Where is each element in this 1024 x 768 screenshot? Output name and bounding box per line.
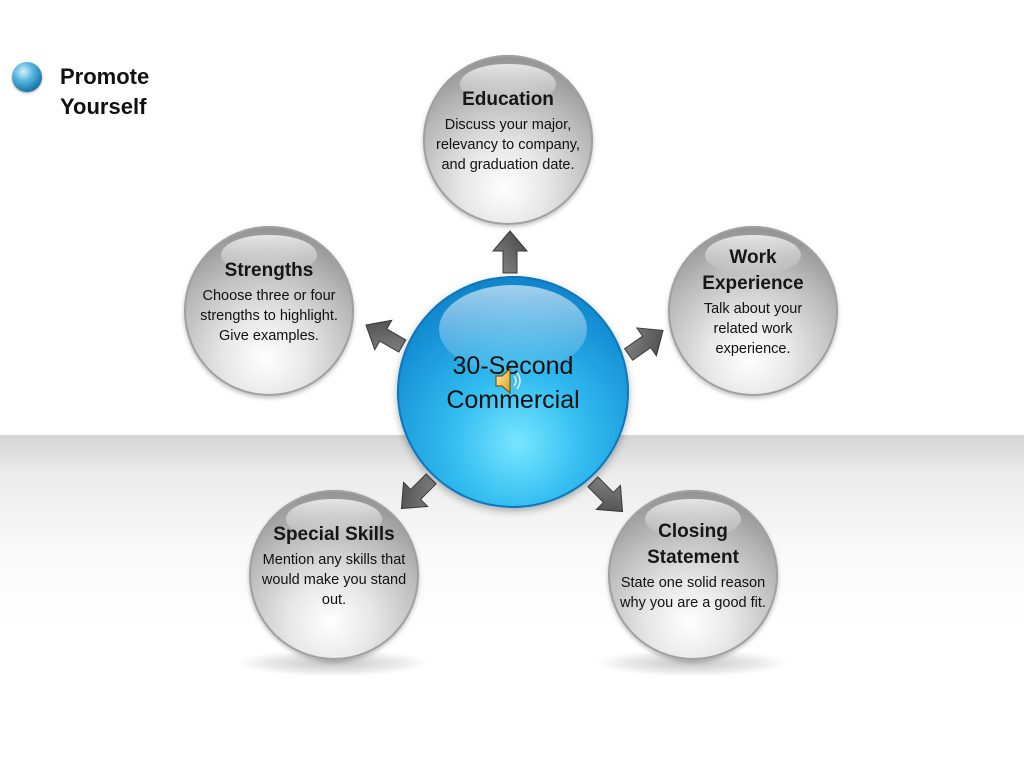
speaker-icon[interactable] xyxy=(492,364,526,398)
node-heading: Work Experience xyxy=(702,247,804,294)
slide-title: Promote Yourself xyxy=(60,64,150,119)
node-body: Choose three or four strengths to highli… xyxy=(200,288,338,344)
node-closing-statement: Closing Statement State one solid reason… xyxy=(608,490,778,660)
arrow-to-closing-statement xyxy=(587,476,624,513)
arrow-to-special-skills xyxy=(400,473,437,510)
arrow-to-education xyxy=(491,230,529,274)
arrow-to-work-experience xyxy=(623,327,664,361)
node-education: Education Discuss your major, relevancy … xyxy=(423,55,593,225)
arrow-to-strengths xyxy=(365,319,407,353)
node-heading: Closing Statement xyxy=(647,521,739,568)
center-label: 30-Second Commercial xyxy=(446,352,580,414)
bullet-sphere-icon xyxy=(12,62,42,92)
node-body: State one solid reason why you are a goo… xyxy=(620,575,766,611)
node-body: Mention any skills that would make you s… xyxy=(261,552,407,608)
node-work-experience: Work Experience Talk about your related … xyxy=(668,226,838,396)
center-node: 30-Second Commercial xyxy=(397,276,629,508)
node-body: Discuss your major, relevancy to company… xyxy=(436,117,580,173)
node-heading: Education xyxy=(462,89,554,110)
node-heading: Strengths xyxy=(224,260,314,281)
node-body: Talk about your related work experience. xyxy=(703,301,803,357)
node-heading: Special Skills xyxy=(273,524,395,545)
node-special-skills: Special Skills Mention any skills that w… xyxy=(249,490,419,660)
node-strengths: Strengths Choose three or four strengths… xyxy=(184,226,354,396)
